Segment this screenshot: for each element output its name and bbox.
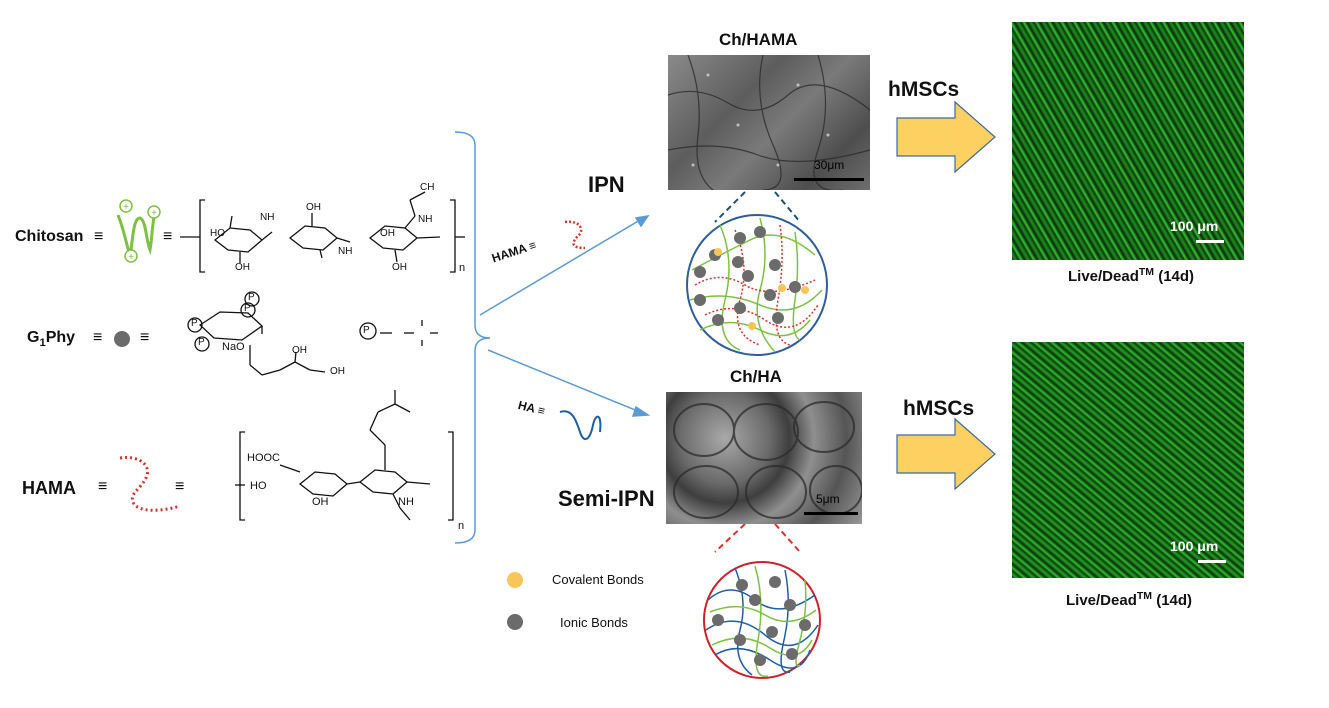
chem-nh2-b: NH [338,246,353,257]
grouping-bracket [454,131,491,544]
chem-oh-b: OH [306,202,321,213]
g1phy-equiv-2: ≡ [140,329,150,346]
p-symbol-1: P [191,318,198,329]
g1phy-equiv-1: ≡ [93,329,103,346]
fluor-scale-label-bottom: 100 μm [1170,538,1219,554]
hama-structure [235,390,454,521]
g1phy-structure [187,291,438,376]
branch-arrows [479,214,651,417]
chem-nh: NH [418,214,433,225]
sem-scale-label-bottom: 5μm [816,492,840,506]
chem-ho-h: HO [250,480,267,492]
hama-chain-icon [119,456,181,512]
semi-ipn-label: Semi-IPN [558,486,655,511]
chem-nh-h: NH [398,496,414,508]
ionic-label: Ionic Bonds [560,615,628,630]
caption-top-main: Live/Dead [1068,268,1139,285]
live-dead-caption-bottom: Live/DeadTM (14d) [1066,590,1192,609]
hmscs-label-bottom: hMSCs [903,397,975,420]
chem-nh2-a: NH [260,212,275,223]
chem-oh-a: OH [235,262,250,273]
chem-oh-f: OH [330,366,345,377]
covalent-bond-icon [507,572,523,588]
sem-image-ch-hama: 30μm [668,55,870,190]
chem-ho: HO [210,228,225,239]
ch-ha-title: Ch/HA [730,367,782,386]
hama-label: HAMA [22,478,76,498]
ipn-network [686,214,828,356]
chem-oh-d: OH [392,262,407,273]
chem-hooc: HOOC [247,452,280,464]
chitosan-structure [180,191,465,273]
caption-bottom-rest: (14d) [1152,592,1193,609]
fluorescence-image-top: 100 μm [1012,22,1244,260]
hama-mini-icon [564,220,586,250]
g1phy-label: G1Phy [27,329,75,349]
chem-oh-c: OH [380,228,395,239]
hmscs-arrow-bottom-icon [896,417,996,491]
p-symbol-3: P [244,303,251,314]
svg-text:+: + [128,252,134,263]
fluor-scale-bar-top [1196,240,1224,243]
svg-text:+: + [123,202,129,213]
svg-text:+: + [151,208,157,219]
chitosan-chain-icon: + + + [116,199,161,263]
semi-ipn-network [703,561,821,679]
hama-equiv-1: ≡ [98,478,108,495]
caption-bottom-main: Live/Dead [1066,592,1137,609]
caption-top-rest: (14d) [1154,268,1195,285]
chem-nao: NaO [222,341,245,353]
chem-p-eq: P [363,325,370,336]
covalent-label: Covalent Bonds [552,572,644,587]
hama-n: n [458,520,465,532]
ch-hama-title: Ch/HAMA [719,30,798,49]
hmscs-label-top: hMSCs [888,78,960,101]
fluor-scale-bar-bottom [1198,560,1226,563]
sem-image-ch-ha: 5μm [666,392,862,524]
zoom-lines-bottom [714,523,801,553]
p-symbol-4: P [248,292,255,303]
g1phy-label-sub: 1 [39,337,46,350]
ha-mini-icon [559,410,602,441]
caption-bottom-sup: TM [1136,590,1153,602]
chem-oh-h: OH [312,496,329,508]
chitosan-n: n [459,262,466,274]
g1phy-label-rest: Phy [45,329,76,346]
chem-oh-e: OH [292,345,307,356]
chitosan-equiv-2: ≡ [163,228,173,245]
chitosan-label: Chitosan [15,228,84,245]
g1phy-bead-icon [114,331,130,347]
fluorescence-image-bottom: 100 μm [1012,342,1244,578]
chitosan-equiv-1: ≡ [94,228,104,245]
caption-top-sup: TM [1138,266,1155,278]
chem-ch3: CH [420,182,435,193]
hama-equiv-2: ≡ [175,478,185,495]
hmscs-arrow-top-icon [896,100,996,174]
sem-scale-bar-top [794,178,864,181]
live-dead-caption-top: Live/DeadTM (14d) [1068,266,1194,285]
g1phy-label-g: G [27,329,40,346]
zoom-lines-top [714,191,801,223]
sem-scale-label-top: 30μm [814,158,845,172]
ipn-label: IPN [588,172,625,197]
ionic-bond-icon [507,614,523,630]
p-symbol-2: P [198,337,205,348]
sem-scale-bar-bottom [804,512,858,515]
fluor-scale-label-top: 100 μm [1170,218,1219,234]
